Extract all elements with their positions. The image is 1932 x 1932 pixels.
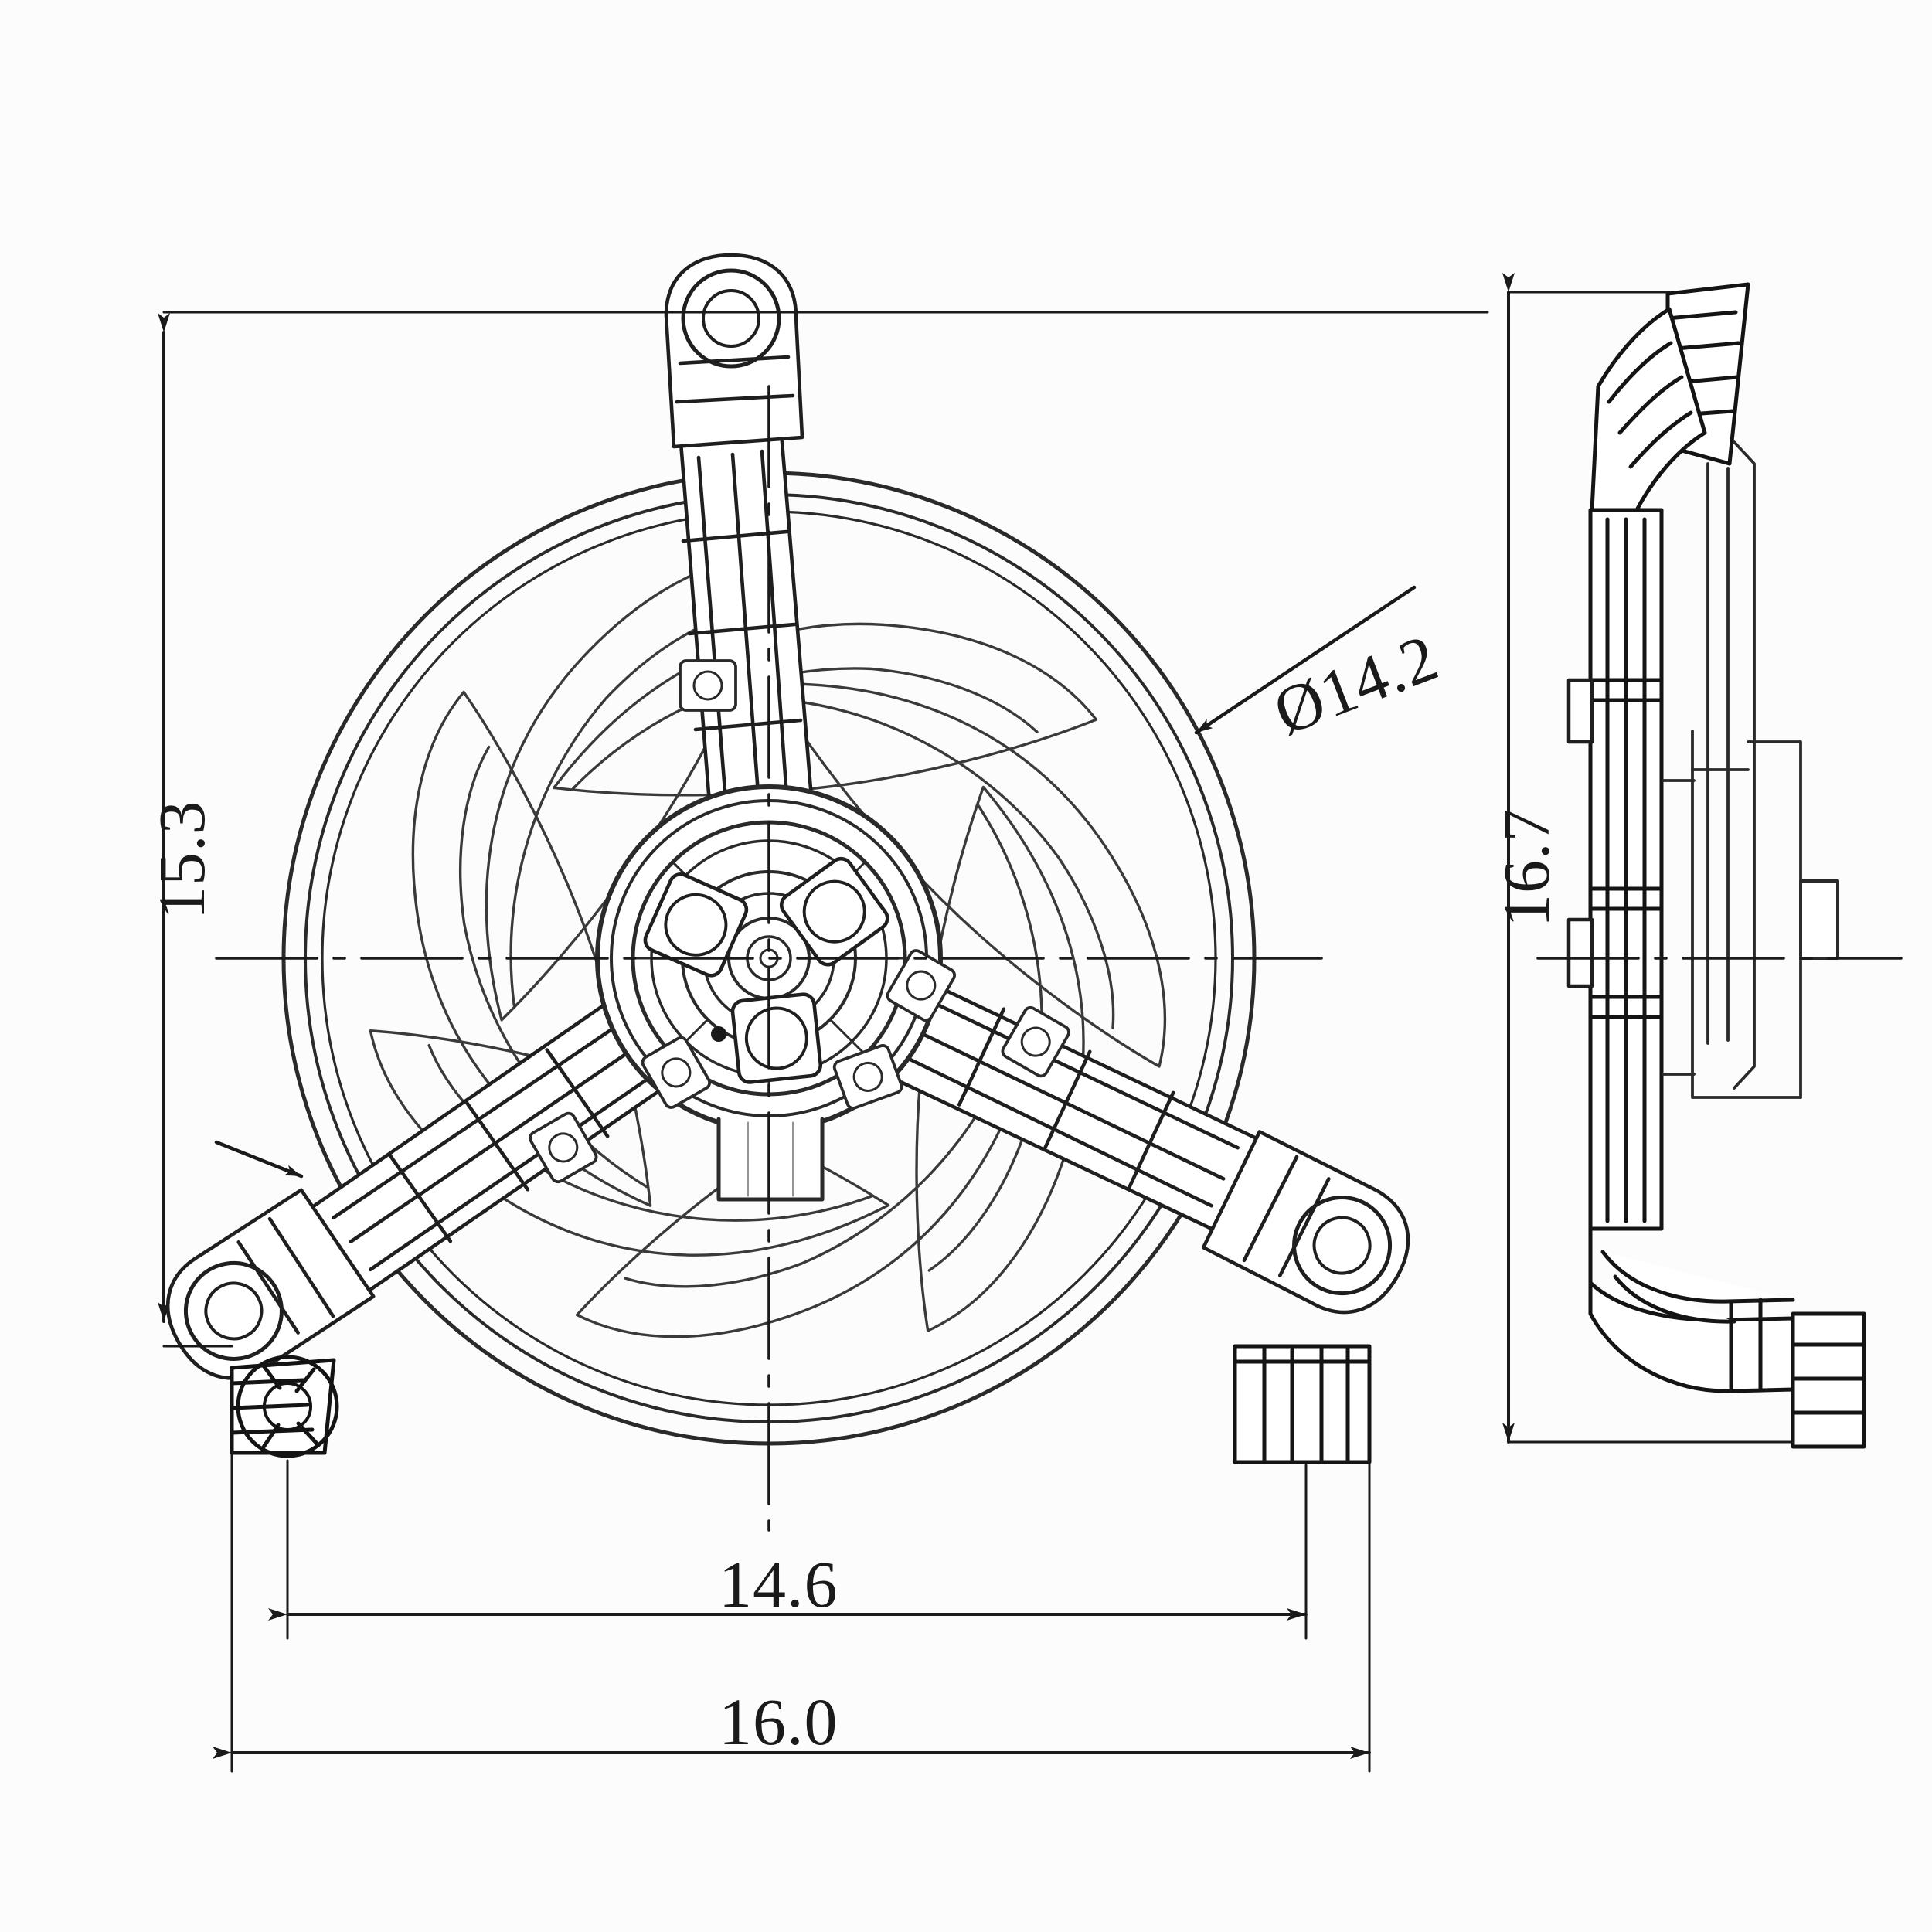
leader-line-dia-14-2 [1194,585,1417,735]
dimension-line-16-0 [213,1451,1371,1773]
dimension-label-overall-width: 16.0 [719,1685,838,1759]
dimension-label-mount-hole-span-width: 14.6 [719,1547,838,1621]
hub-mounting-bosses [643,856,889,1084]
leader-line-lower-left [214,1140,304,1179]
arm-pads [529,659,1070,1184]
dimension-line-15-3 [158,311,1489,1348]
dimension-label-side-view-height: 16.7 [1489,808,1563,928]
mounting-foot-bottom-left [230,1355,339,1458]
mounting-foot-bottom-right [1233,1344,1372,1464]
dimension-line-14-6 [268,1459,1308,1640]
centerlines-front [215,385,1323,1532]
dimension-label-overall-height: 15.3 [145,800,219,920]
side-view-body [1566,282,1866,1449]
dimension-line-16-7 [1502,273,1794,1444]
